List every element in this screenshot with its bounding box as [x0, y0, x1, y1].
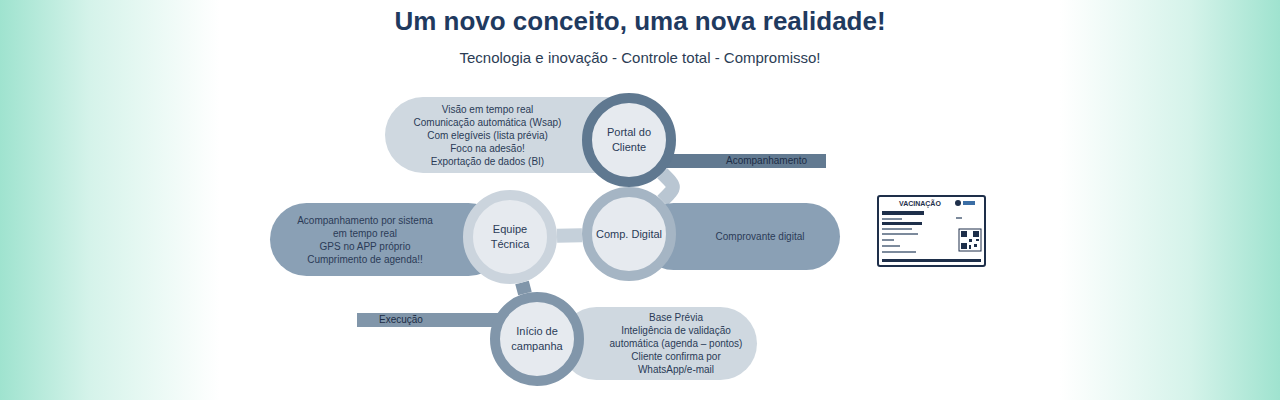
node-text: Visão em tempo real — [395, 103, 580, 116]
node-text: Acompanhamento por sistema em tempo real — [290, 214, 440, 240]
ribbon-connector — [662, 173, 673, 201]
node-text: Execução — [379, 313, 423, 327]
node-text: Exportação de dados (BI) — [395, 155, 580, 168]
node-text: Comunicação automática (Wsap) — [395, 116, 580, 129]
output-band: Acompanhamento — [660, 154, 826, 168]
feature-pill: Base PréviaInteligência de validação aut… — [560, 307, 757, 380]
stage-circle: Portal do Cliente — [582, 93, 676, 187]
node-text: Início de campanha — [502, 324, 572, 354]
ribbon-connector — [522, 282, 525, 293]
node-text: Equipe Técnica — [475, 222, 545, 252]
text-group: Acompanhamento — [726, 154, 807, 168]
text-group: Comprovante digital — [690, 230, 830, 243]
node-text: Base Prévia — [606, 311, 746, 324]
node-text: Portal do Cliente — [594, 125, 664, 155]
node-text: Acompanhamento — [726, 154, 807, 168]
output-band: Execução — [357, 313, 507, 327]
subtitle: Tecnologia e inovação - Controle total -… — [0, 49, 1280, 67]
stage-circle: Início de campanha — [490, 292, 584, 386]
node-text: Com elegíveis (lista prévia) — [395, 129, 580, 142]
text-group: Execução — [379, 313, 423, 327]
card-heading: VACINAÇÃO — [899, 199, 941, 208]
text-group: Acompanhamento por sistema em tempo real… — [290, 214, 440, 266]
text-group: Portal do Cliente — [594, 125, 664, 155]
text-group: Visão em tempo realComunicação automátic… — [395, 103, 580, 168]
node-text: Comprovante digital — [690, 230, 830, 243]
diagram-title: Um novo conceito, uma nova realidade! — [0, 5, 1280, 37]
ribbon-connector — [557, 228, 582, 243]
text-group: Início de campanha — [502, 324, 572, 354]
node-text: Inteligência de validação automática (ag… — [606, 324, 746, 350]
text-group: Base PréviaInteligência de validação aut… — [606, 311, 746, 376]
node-text: Cliente confirma por WhatsApp/e-mail — [606, 350, 746, 376]
node-text: Foco na adesão! — [395, 142, 580, 155]
stage-circle: Equipe Técnica — [463, 190, 557, 284]
stage-circle: Comp. Digital — [582, 187, 676, 281]
node-text: GPS no APP próprio — [290, 240, 440, 253]
text-group: Equipe Técnica — [475, 222, 545, 252]
node-text: Comp. Digital — [594, 227, 664, 242]
text-group: Comp. Digital — [594, 227, 664, 242]
node-text: Cumprimento de agenda!! — [290, 253, 440, 266]
